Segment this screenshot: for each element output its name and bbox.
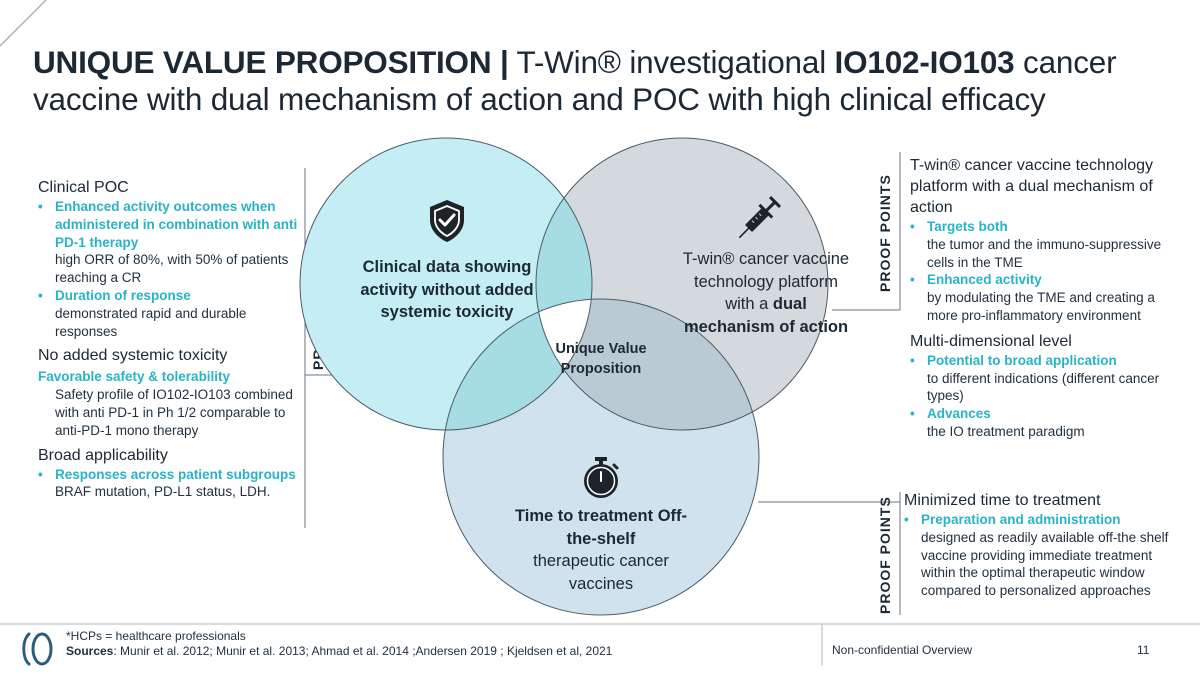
platform-bullet-2: Enhanced activity: [910, 271, 1170, 289]
shield-check-icon: [430, 200, 464, 242]
left-proof-column: Clinical POC Enhanced activity outcomes …: [38, 177, 300, 501]
clinical-poc-text-2: demonstrated rapid and durable responses: [55, 305, 247, 339]
venn-overlap-right-bottom: [536, 299, 759, 430]
footer-sources: Sources: Munir et al. 2012; Munir et al.…: [66, 644, 613, 658]
venn-overlap-left-bottom: [443, 299, 592, 430]
platform-text-1: the tumor and the immuno-suppressive cel…: [927, 236, 1162, 270]
safety-bullet: Favorable safety & tolerability: [38, 369, 231, 385]
company-logo: [22, 632, 53, 666]
multi-level-bullet-1: Potential to broad application: [910, 352, 1170, 370]
clinical-poc-bullet-2: Duration of response: [38, 287, 300, 305]
venn-right-label: T-win® cancer vaccine technology platfor…: [682, 250, 850, 336]
footer-confidential: Non-confidential Overview: [832, 643, 973, 657]
multi-level-bullet-2: Advances: [910, 405, 1170, 423]
venn-outline-left: [299, 137, 593, 431]
safety-text: Safety profile of IO102-IO103 combined w…: [55, 387, 293, 438]
broad-bullet: Responses across patient subgroups: [38, 466, 300, 484]
venn-outline-right: [535, 137, 829, 431]
clinical-poc-heading: Clinical POC: [38, 179, 129, 196]
clinical-poc-bullet-1: Enhanced activity outcomes when administ…: [38, 198, 300, 251]
venn-outline-bottom: [442, 298, 760, 616]
venn-center-label: Unique Value Proposition: [555, 341, 647, 377]
time-text: designed as readily available off-the sh…: [921, 529, 1169, 599]
platform-heading: T-win® cancer vaccine technology platfor…: [910, 157, 1154, 216]
clinical-poc-text-1: high ORR of 80%, with 50% of patients re…: [55, 252, 289, 286]
broad-heading: Broad applicability: [38, 446, 168, 464]
stopwatch-icon: [584, 457, 619, 498]
safety-heading: No added systemic toxicity: [38, 347, 228, 365]
syringe-icon: [738, 195, 782, 239]
multi-level-heading: Multi-dimensional level: [910, 332, 1072, 350]
platform-text-2: by modulating the TME and creating a mor…: [927, 290, 1155, 323]
page-title: UNIQUE VALUE PROPOSITION | T-Win® invest…: [33, 44, 1117, 117]
platform-bullet-1: Targets both: [910, 218, 1170, 236]
multi-level-text-1: to different indications (different canc…: [927, 370, 1160, 404]
right-top-proof-column: T-win® cancer vaccine technology platfor…: [910, 155, 1170, 441]
right-bottom-proof-column: Minimized time to treatment Preparation …: [904, 490, 1174, 600]
time-heading: Minimized time to treatment: [904, 492, 1101, 509]
corner-decoration: [0, 0, 47, 47]
multi-level-text-2: the IO treatment paradigm: [927, 423, 1085, 439]
footer-note: *HCPs = healthcare professionals: [66, 629, 246, 643]
broad-text: BRAF mutation, PD-L1 status, LDH.: [55, 484, 271, 500]
page-number: 11: [1137, 643, 1150, 657]
time-bullet: Preparation and administration: [904, 511, 1174, 529]
venn-left-label: Clinical data showing activity without a…: [360, 258, 534, 321]
